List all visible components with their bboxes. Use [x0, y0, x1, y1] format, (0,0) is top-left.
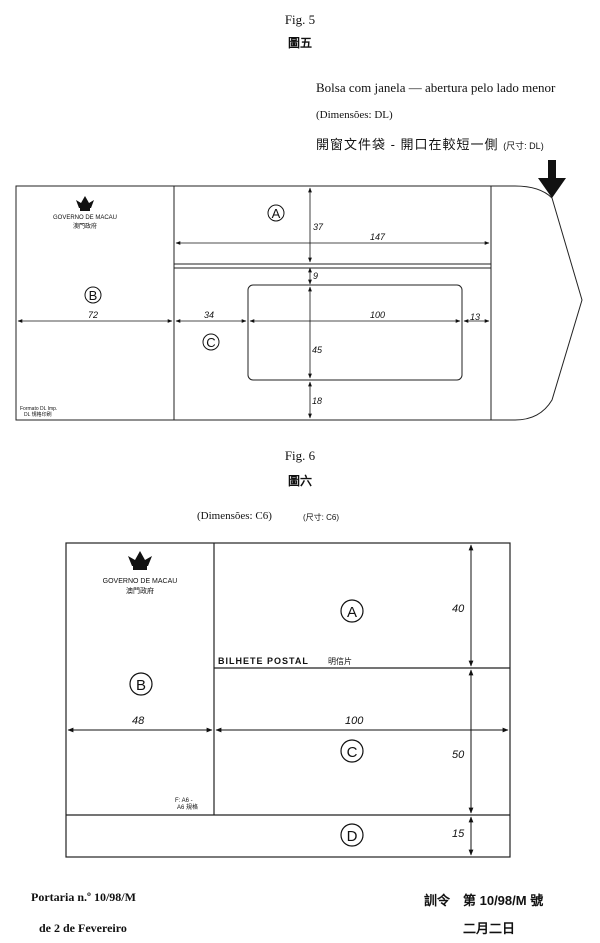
footer-portaria: Portaria n.º 10/98/M: [31, 890, 136, 904]
fig6-format-zh: A6 規格: [177, 803, 198, 811]
fig6-label: Fig. 6: [284, 448, 316, 463]
emblem-icon: [128, 551, 152, 570]
fig5-dim-147: 147: [370, 232, 386, 242]
fig5-dim-9: 9: [313, 271, 318, 281]
fig6-outline: [65, 542, 511, 858]
fig5-envelope-outline: [15, 185, 583, 421]
fig5-region-a: A: [272, 206, 281, 221]
fig6-govt-zh: 澳門政府: [126, 586, 154, 595]
fig5-region-b-circle: [84, 286, 102, 304]
fig6-region-c-circle: [340, 739, 364, 763]
fig6-region-c: C: [347, 744, 358, 761]
fig5-format-pt: Formato DL Imp.: [20, 406, 57, 412]
fig5-region-a-circle: [267, 204, 285, 222]
fig5-region-b: B: [89, 288, 98, 303]
fig5-dim-37: 37: [313, 222, 324, 232]
footer-portaria-zh: 訓令 第 10/98/M 號: [424, 893, 544, 908]
fig6-bilhete-postal: BILHETE POSTAL: [218, 656, 309, 666]
fig5-govt-pt: GOVERNO DE MACAU: [53, 215, 117, 221]
fig5-dim-13: 13: [470, 312, 480, 322]
fig6-dim-48: 48: [132, 715, 145, 727]
fig5-dimensions-zh: (尺寸: DL): [503, 141, 544, 151]
fig5-dim-34: 34: [204, 310, 214, 320]
fig6-region-b: B: [136, 677, 146, 694]
fig5-label: Fig. 5: [284, 12, 316, 27]
fig5-title-zh: 開窗文件袋 - 開口在較短一側 (尺寸: DL): [316, 134, 544, 153]
fig6-region-a-circle: [340, 599, 364, 623]
fig6-label-zh: 圖六: [287, 474, 313, 488]
fig6-format-pt: F: A6 -: [175, 798, 193, 804]
fig6-dimensions-pt: (Dimensões: C6): [197, 510, 272, 522]
emblem-icon: [76, 196, 94, 211]
fig6-region-d: D: [347, 828, 358, 845]
fig5-label-zh: 圖五: [287, 36, 313, 50]
fig5-window: [247, 284, 463, 381]
fig6-region-b-circle: [129, 672, 153, 696]
fig6-govt-pt: GOVERNO DE MACAU: [103, 578, 178, 585]
footer-date-pt: de 2 de Fevereiro: [39, 921, 127, 935]
fig6-dim-100: 100: [345, 715, 364, 727]
fig5-dim-100: 100: [370, 310, 385, 320]
fig5-govt-zh: 澳門政府: [73, 222, 97, 230]
fig5-region-c: C: [206, 335, 215, 350]
fig5-dimensions-pt: (Dimensões: DL): [316, 109, 393, 121]
fig6-dim-50: 50: [452, 749, 465, 761]
fig5-title-pt: Bolsa com janela — abertura pelo lado me…: [316, 80, 556, 95]
fig5-title-zh-text: 開窗文件袋 - 開口在較短一側: [316, 137, 499, 152]
fig6-region-a: A: [347, 604, 357, 621]
footer-date-zh: 二月二日: [463, 921, 516, 936]
fig5-format-zh: DL 規格印刷: [24, 411, 52, 418]
fig5-dim-72: 72: [88, 310, 98, 320]
fig6-dimensions-zh: (尺寸: C6): [303, 513, 339, 522]
fig6-region-d-circle: [340, 823, 364, 847]
down-arrow-icon: [538, 160, 566, 198]
fig6-dim-15: 15: [452, 828, 465, 840]
fig5-region-c-circle: [202, 333, 220, 351]
fig5-dim-18: 18: [312, 396, 322, 406]
fig5-dim-45: 45: [312, 345, 323, 355]
fig6-bilhete-postal-zh: 明信片: [328, 656, 352, 666]
fig6-dim-40: 40: [452, 603, 465, 615]
